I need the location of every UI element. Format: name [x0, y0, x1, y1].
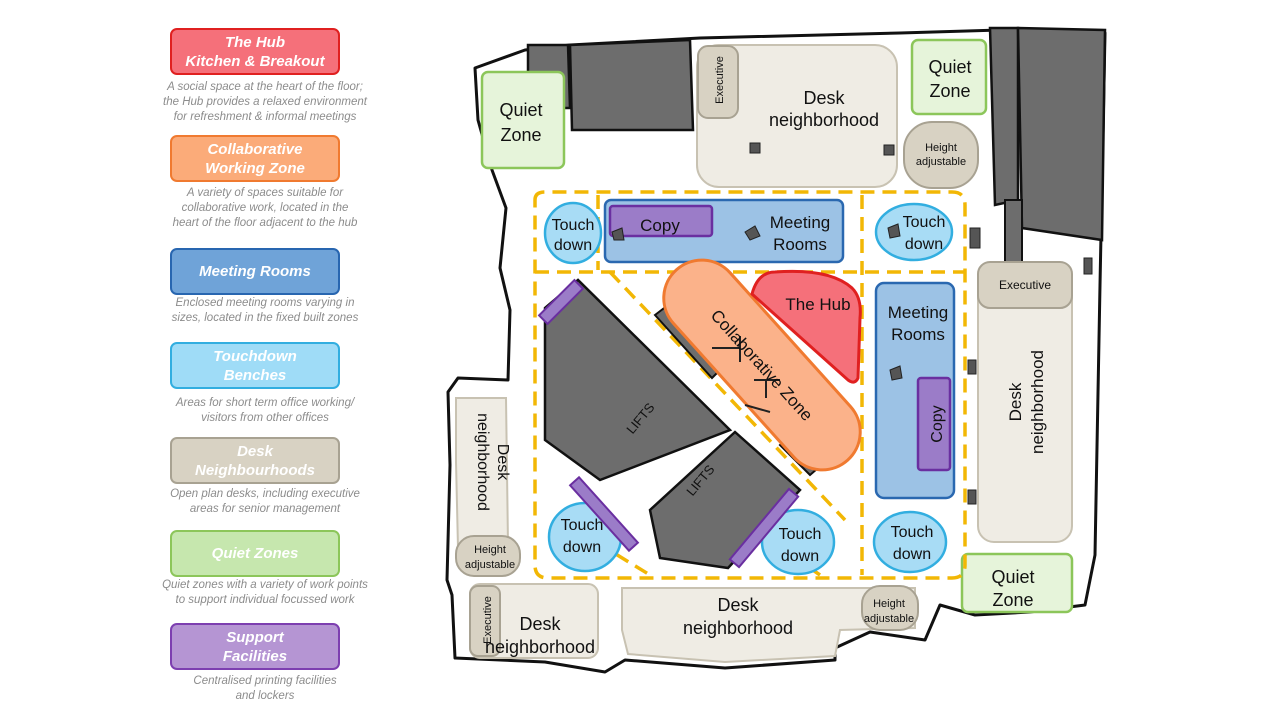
service-block [568, 38, 695, 132]
executive-label: Executive [714, 56, 726, 104]
legend-badge-quiet: Quiet Zones [170, 530, 340, 577]
executive-label: Executive [999, 278, 1051, 292]
touchdown-bench [874, 202, 954, 262]
locker-bank [728, 487, 800, 569]
collaborative-zone [662, 258, 862, 472]
the-hub [750, 269, 862, 384]
executive-pod [469, 585, 501, 657]
legend-badge-support: Support Facilities [170, 623, 340, 670]
quiet-zone [910, 38, 988, 116]
service-block [988, 26, 1020, 207]
copy-label: Copy [640, 216, 680, 235]
legend-description-quiet: Quiet zones with a variety of work point… [162, 579, 368, 606]
quiet-zone [480, 70, 566, 170]
copy-room-top [608, 204, 714, 238]
service-block [1016, 26, 1107, 242]
copy-room-right [916, 376, 952, 472]
legend-description-touchdown: Areas for short term office working/ vis… [175, 397, 355, 424]
touchdown-bench [760, 508, 836, 576]
height-adjustable-pod [861, 585, 919, 631]
legend-description-hub: A social space at the heart of the floor… [163, 81, 367, 123]
copy-label: Copy [929, 405, 946, 442]
service-block [1004, 199, 1023, 263]
the-hub-label: The Hub [785, 295, 850, 314]
height-adjustable-pod [455, 535, 521, 577]
legend-badge-touchdown: Touchdown Benches [170, 342, 340, 389]
executive-pod [977, 261, 1073, 309]
executive-pod [697, 45, 739, 119]
touchdown-bench [872, 510, 948, 574]
legend-badge-desk: Desk Neighbourhoods [170, 437, 340, 484]
legend-description-collab: A variety of spaces suitable for collabo… [172, 187, 358, 229]
executive-label: Executive [482, 596, 494, 644]
locker-bank [537, 278, 585, 326]
locker-bank [568, 475, 640, 553]
legend-badge-collab: Collaborative Working Zone [170, 135, 340, 182]
fixtures [611, 142, 1093, 505]
legend-description-meeting: Enclosed meeting rooms varying in sizes,… [171, 297, 359, 324]
legend-badge-meeting: Meeting Rooms [170, 248, 340, 295]
legend-description-support: Centralised printing facilities and lock… [193, 675, 337, 702]
legend-badge-hub: The Hub Kitchen & Breakout [170, 28, 340, 75]
quiet-zone [960, 552, 1074, 614]
touchdown-bench [543, 201, 603, 265]
desk-neighborhood-label: Deskneighborhood [474, 413, 511, 511]
height-adjustable-pod [903, 121, 979, 189]
desk-neighborhood-top [696, 44, 898, 188]
collaborative-table [712, 336, 780, 413]
legend-description-desk: Open plan desks, including executive are… [170, 488, 360, 515]
